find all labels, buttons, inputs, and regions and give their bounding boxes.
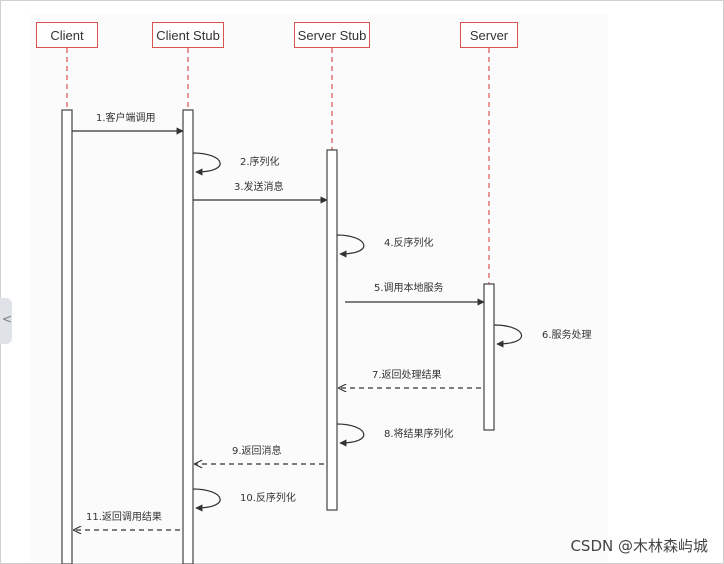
label-m10: 10.反序列化 xyxy=(240,491,296,504)
label-m3: 3.发送消息 xyxy=(234,180,284,193)
actor-server-stub: Server Stub xyxy=(294,22,370,48)
activation-server-stub xyxy=(326,149,338,511)
activation-client xyxy=(61,109,73,564)
watermark: CSDN @木林森屿城 xyxy=(570,537,708,555)
loop-m2 xyxy=(192,152,221,176)
label-m8: 8.将结果序列化 xyxy=(384,427,454,440)
loop-m10 xyxy=(192,488,221,512)
activation-client-stub xyxy=(182,109,194,564)
label-m4: 4.反序列化 xyxy=(384,236,434,249)
activation-server xyxy=(483,283,495,431)
label-m1: 1.客户端调用 xyxy=(96,111,156,124)
loop-m4 xyxy=(336,234,365,258)
diagram-canvas xyxy=(30,14,608,562)
loop-m8 xyxy=(336,423,365,447)
actor-server: Server xyxy=(460,22,518,48)
actor-client-stub: Client Stub xyxy=(152,22,224,48)
label-m5: 5.调用本地服务 xyxy=(374,281,444,294)
label-m7: 7.返回处理结果 xyxy=(372,368,442,381)
label-m6: 6.服务处理 xyxy=(542,328,592,341)
label-m2: 2.序列化 xyxy=(240,155,280,168)
sidebar-toggle[interactable]: < xyxy=(0,298,12,344)
label-m11: 11.返回调用结果 xyxy=(86,510,162,523)
label-m9: 9.返回消息 xyxy=(232,444,282,457)
loop-m6 xyxy=(493,324,522,348)
actor-client: Client xyxy=(36,22,98,48)
chevron-left-icon: < xyxy=(2,312,13,326)
